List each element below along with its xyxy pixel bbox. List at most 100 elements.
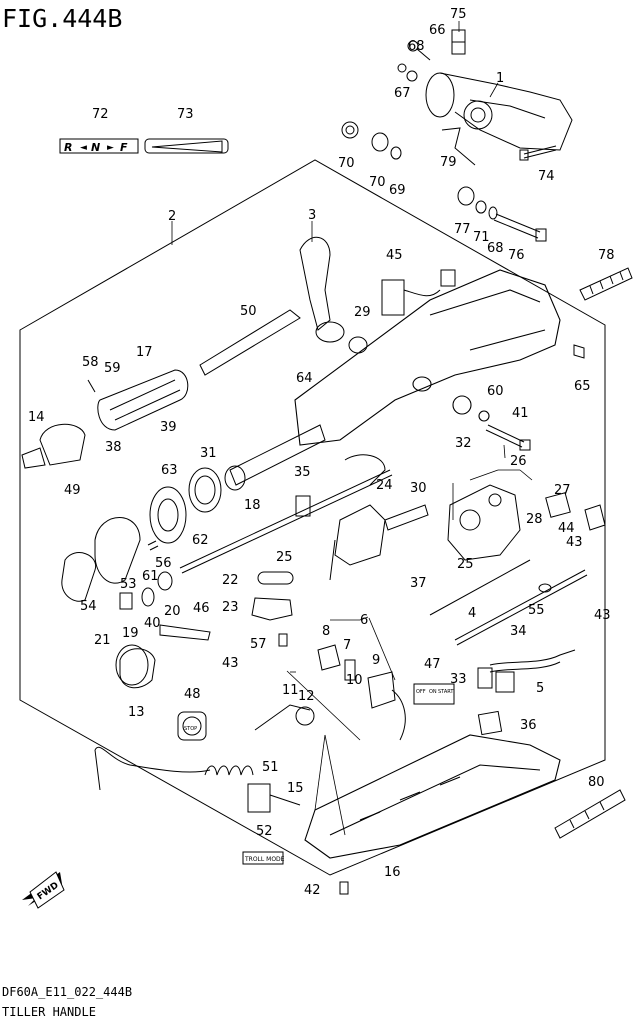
callout-9: 9 [372, 653, 380, 668]
callout-46: 46 [193, 601, 210, 616]
connector-51 [247, 783, 301, 813]
callout-6: 6 [360, 613, 368, 628]
bolt-41 [485, 344, 585, 451]
callout-53: 53 [120, 577, 137, 592]
callout-labels: 1 2 3 4 5 6 7 8 9 10 11 12 13 14 15 16 1… [28, 7, 615, 898]
callout-4: 4 [468, 606, 476, 621]
callout-57: 57 [250, 637, 267, 652]
callout-28: 28 [526, 512, 543, 527]
callout-48: 48 [184, 687, 201, 702]
callout-73: 73 [177, 107, 194, 122]
washer-parts [341, 121, 498, 220]
part-13 [119, 648, 156, 689]
callout-36: 36 [520, 718, 537, 733]
callout-22: 22 [222, 573, 239, 588]
troll-mode-label: TROLL MODE [244, 856, 285, 863]
callout-30: 30 [410, 481, 427, 496]
screw-42 [339, 881, 349, 895]
callout-49: 49 [64, 483, 81, 498]
callout-68a: 68 [408, 39, 425, 54]
callout-34: 34 [510, 624, 527, 639]
callout-29: 29 [354, 305, 371, 320]
harness-5 [477, 649, 576, 693]
plate-36 [477, 710, 503, 736]
svg-text:◄: ◄ [80, 143, 87, 153]
callout-43c: 43 [594, 608, 611, 623]
shift-letter-f: F [120, 141, 128, 154]
link-parts [251, 571, 294, 647]
callout-70a: 70 [338, 156, 355, 171]
lanyard-coil [94, 704, 315, 791]
callout-72: 72 [92, 107, 109, 122]
callout-68b: 68 [487, 241, 504, 256]
callout-63: 63 [161, 463, 178, 478]
callout-5: 5 [536, 681, 544, 696]
callout-37: 37 [410, 576, 427, 591]
small-parts-left [115, 540, 211, 686]
switch-start-label: START [438, 689, 454, 695]
callout-77: 77 [454, 222, 471, 237]
callout-66: 66 [429, 23, 446, 38]
callout-38: 38 [105, 440, 122, 455]
callout-75: 75 [450, 7, 467, 22]
bottom-cover-16 [304, 734, 561, 859]
callout-41: 41 [512, 406, 529, 421]
callout-43a: 43 [222, 656, 239, 671]
footer-name: TILLER HANDLE [2, 1005, 96, 1019]
callout-43b: 43 [566, 535, 583, 550]
switch-decal-47: OFF ON START [413, 683, 455, 705]
throttle-decal [144, 138, 229, 154]
callout-1: 1 [496, 71, 504, 86]
cables [429, 559, 588, 646]
callout-50: 50 [240, 304, 257, 319]
callout-26: 26 [510, 454, 527, 469]
shaft-18 [179, 424, 393, 574]
callout-47: 47 [424, 657, 441, 672]
callout-11: 11 [282, 683, 299, 698]
leader-lines [171, 21, 533, 836]
stop-button-48: STOP [177, 711, 207, 741]
ring-parts [61, 467, 222, 602]
switch-on-label: ON [429, 689, 437, 695]
callout-35: 35 [294, 465, 311, 480]
callout-62: 62 [192, 533, 209, 548]
callout-21: 21 [94, 633, 111, 648]
callout-8: 8 [322, 624, 330, 639]
callout-31: 31 [200, 446, 217, 461]
callout-25b: 25 [457, 557, 474, 572]
callout-51: 51 [262, 760, 279, 775]
svg-text:►: ► [107, 143, 114, 153]
sleeve-78 [579, 267, 633, 301]
callout-40: 40 [144, 616, 161, 631]
top-bracket-parts [397, 29, 573, 151]
callout-12: 12 [298, 689, 315, 704]
callout-32: 32 [455, 436, 472, 451]
stop-label: STOP [184, 726, 197, 732]
callout-18: 18 [244, 498, 261, 513]
callout-7: 7 [343, 638, 351, 653]
callout-70b: 70 [369, 175, 386, 190]
shift-letter-n: N [91, 141, 100, 154]
callout-14: 14 [28, 410, 45, 425]
callout-78: 78 [598, 248, 615, 263]
callout-76: 76 [508, 248, 525, 263]
callout-27: 27 [554, 483, 571, 498]
callout-60: 60 [487, 384, 504, 399]
callout-17: 17 [136, 345, 153, 360]
shift-decal: R ◄ N ► F [59, 138, 139, 154]
throttle-grip-3 [299, 237, 368, 354]
callout-71: 71 [473, 230, 490, 245]
key-switch-group [317, 644, 406, 741]
fwd-arrow-icon: FWD [22, 871, 65, 909]
callout-2: 2 [168, 209, 176, 224]
callout-24: 24 [376, 478, 393, 493]
assembly-outline [19, 159, 606, 876]
callout-10: 10 [346, 673, 363, 688]
callout-3: 3 [308, 208, 316, 223]
figure-title: FIG.444B [2, 4, 122, 33]
switch-block-26 [447, 484, 606, 561]
bolt-parts [441, 127, 557, 242]
callout-67: 67 [394, 86, 411, 101]
callout-39: 39 [160, 420, 177, 435]
